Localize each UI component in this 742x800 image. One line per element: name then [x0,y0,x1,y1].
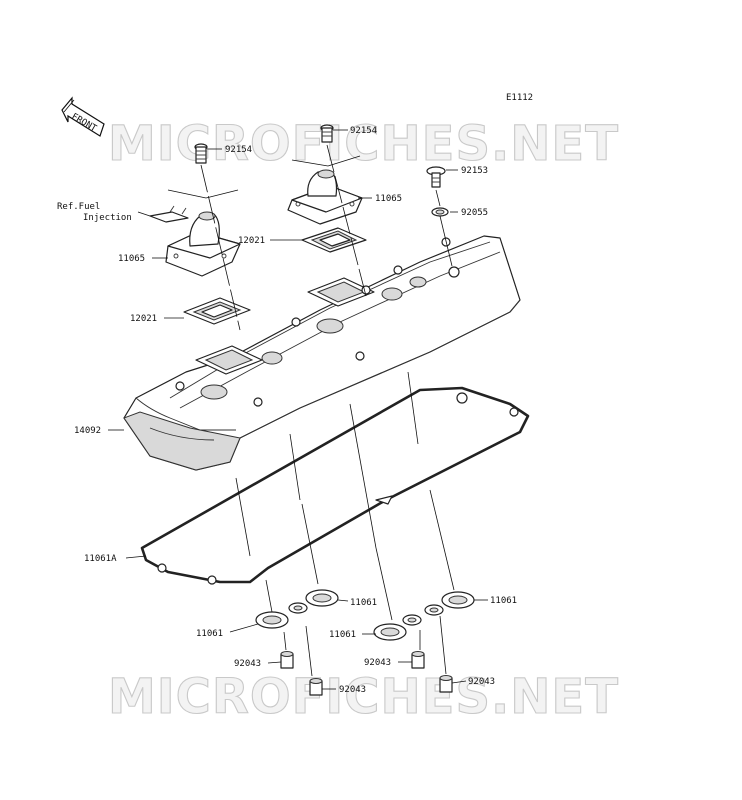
fuel-injection-bracket [149,205,189,223]
dowel-92043-b [309,678,323,696]
callout-12021-right: 12021 [238,236,265,246]
cover-11065-left [165,211,241,277]
leader-lines [108,129,488,690]
plug-seal-small-c [424,604,444,616]
dowel-92043-c [411,651,425,669]
reed-valve-12021-left [183,297,251,325]
callout-92043-b: 92043 [339,685,366,695]
callout-11061-d: 11061 [329,630,356,640]
callout-92043-d: 92043 [468,677,495,687]
dowel-92043-d [439,675,453,693]
plug-seal-11061-a [255,611,289,629]
plug-seal-small-a [288,602,308,614]
callout-11061A: 11061A [84,554,117,564]
plug-seal-small-b [402,614,422,626]
reed-valve-12021-right [301,227,367,253]
ref-note-line1: Ref.Fuel [57,202,100,212]
bolt-92154-right [320,124,334,143]
callout-92153: 92153 [461,166,488,176]
cylinder-head-cover-14092 [123,235,521,471]
plug-seal-11061-c [373,623,407,641]
callout-11065-right: 11065 [375,194,402,204]
callout-11061-a: 11061 [350,598,377,608]
callout-14092: 14092 [74,426,101,436]
watermark-bottom: MICROFICHES.NET [108,669,619,725]
plug-seal-11061-d [441,591,475,609]
callout-12021-left: 12021 [130,314,157,324]
callout-92043-c: 92043 [364,658,391,668]
diagram-code: E1112 [506,93,533,103]
callout-92043-a: 92043 [234,659,261,669]
cover-11065-right [287,169,363,225]
front-arrow-icon [61,96,105,137]
bolt-92154-left [194,143,208,164]
ref-note-line2: Injection [83,213,132,223]
callout-11061-b: 11061 [490,596,517,606]
screw-92153 [426,166,446,188]
spark-plug-holes [200,276,427,400]
dowel-92043-a [280,651,294,669]
callout-92154-right: 92154 [350,126,377,136]
callout-11061-c: 11061 [196,629,223,639]
gasket-11061A [140,386,530,585]
callout-11065-left: 11065 [118,254,145,264]
plug-seal-11061-b [305,589,339,607]
washer-92055 [431,207,449,217]
watermark-top: MICROFICHES.NET [108,116,619,172]
callout-92154-left: 92154 [225,145,252,155]
callout-92055: 92055 [461,208,488,218]
